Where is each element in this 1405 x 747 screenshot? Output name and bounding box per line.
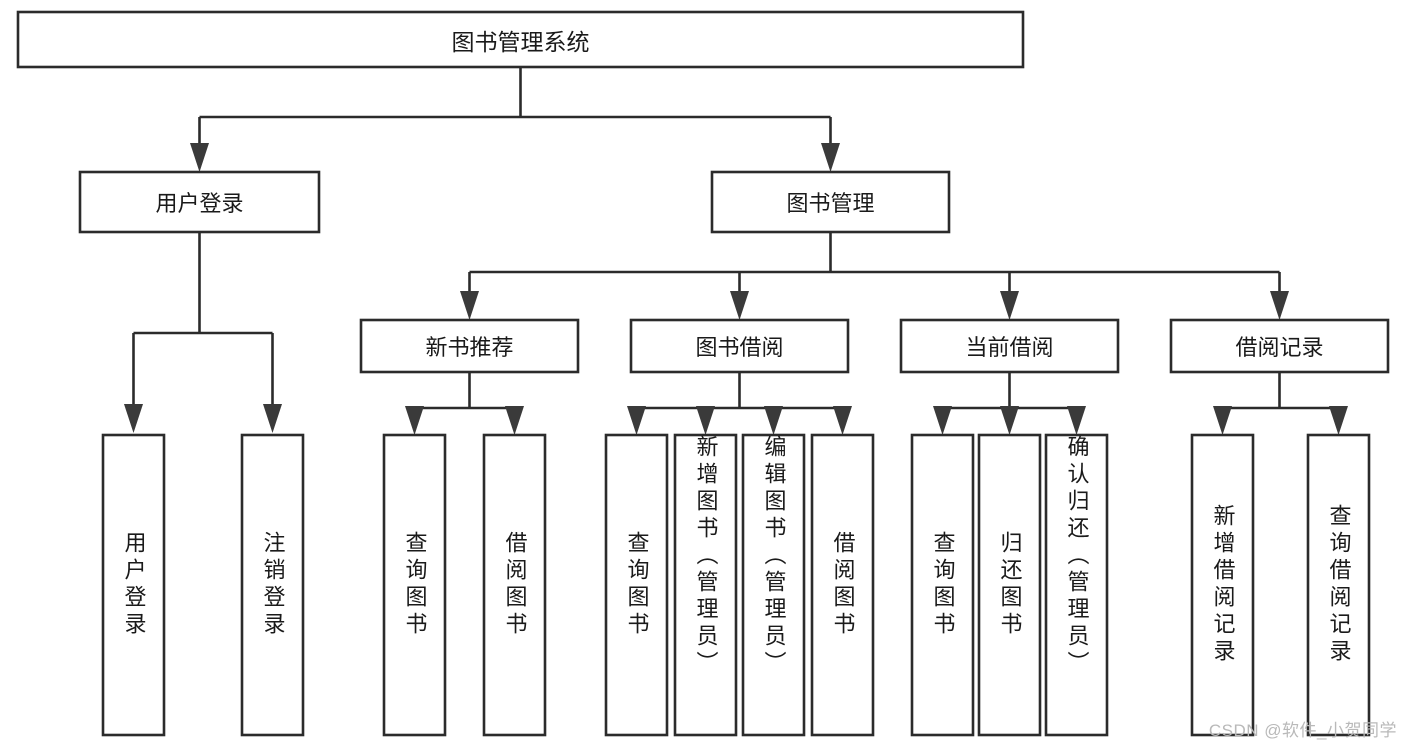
arrow-head-leaf-query-book-3 — [933, 406, 952, 435]
node-box-book-borrow[interactable] — [629, 318, 850, 374]
arrow-head-leaf-borrow-book-2 — [833, 406, 852, 435]
connector-group-borrow-record — [1213, 372, 1348, 435]
node-box-leaf-confirm-return[interactable] — [1044, 433, 1109, 737]
connector-group-user-login — [124, 232, 282, 433]
node-box-leaf-query-book-2[interactable] — [604, 433, 669, 737]
arrow-head-leaf-query-record — [1329, 406, 1348, 435]
node-box-root[interactable] — [16, 10, 1025, 69]
arrow-head-user-login — [190, 143, 209, 172]
connector-group-current-borrow — [933, 372, 1086, 435]
arrow-head-leaf-query-book-1 — [405, 406, 424, 435]
node-box-leaf-edit-book[interactable] — [741, 433, 806, 737]
arrow-head-leaf-query-book-2 — [627, 406, 646, 435]
node-box-leaf-logout-login[interactable] — [240, 433, 305, 737]
connector-group-book-manage — [460, 232, 1289, 320]
node-box-leaf-add-book[interactable] — [673, 433, 738, 737]
arrow-head-leaf-return-book — [1000, 406, 1019, 435]
arrow-head-book-borrow — [730, 291, 749, 320]
arrow-head-leaf-confirm-return — [1067, 406, 1086, 435]
arrow-head-book-manage — [821, 143, 840, 172]
node-box-book-manage[interactable] — [710, 170, 951, 234]
arrow-head-new-book-recommend — [460, 291, 479, 320]
node-box-leaf-query-book-1[interactable] — [382, 433, 447, 737]
node-box-leaf-query-record[interactable] — [1306, 433, 1371, 737]
node-box-user-login[interactable] — [78, 170, 321, 234]
arrow-head-borrow-record — [1270, 291, 1289, 320]
arrow-head-leaf-add-book — [696, 406, 715, 435]
arrow-head-leaf-borrow-book-1 — [505, 406, 524, 435]
arrow-head-leaf-user-login — [124, 404, 143, 433]
arrow-head-leaf-edit-book — [764, 406, 783, 435]
node-box-borrow-record[interactable] — [1169, 318, 1390, 374]
node-box-leaf-return-book[interactable] — [977, 433, 1042, 737]
arrow-head-leaf-add-record — [1213, 406, 1232, 435]
node-box-leaf-user-login[interactable] — [101, 433, 166, 737]
node-box-leaf-borrow-book-2[interactable] — [810, 433, 875, 737]
node-box-leaf-add-record[interactable] — [1190, 433, 1255, 737]
node-box-leaf-borrow-book-1[interactable] — [482, 433, 547, 737]
connector-group-root — [190, 67, 840, 172]
watermark-text: CSDN @软件_小贺同学 — [1208, 721, 1397, 740]
node-box-leaf-query-book-3[interactable] — [910, 433, 975, 737]
node-box-current-borrow[interactable] — [899, 318, 1120, 374]
arrow-head-current-borrow — [1000, 291, 1019, 320]
connector-group-book-borrow — [627, 372, 852, 435]
connector-group-new-book-recommend — [405, 372, 524, 435]
node-box-new-book-recommend[interactable] — [359, 318, 580, 374]
arrow-head-leaf-logout-login — [263, 404, 282, 433]
